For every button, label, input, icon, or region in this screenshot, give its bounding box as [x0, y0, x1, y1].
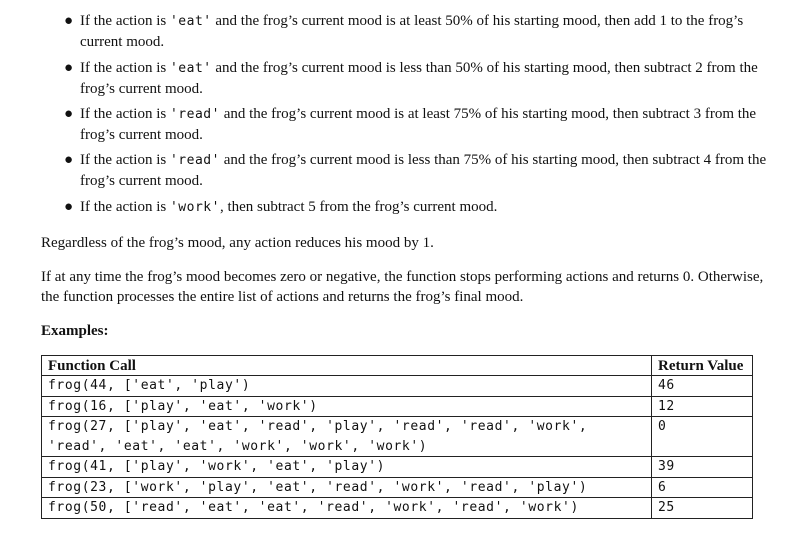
function-call-text: frog(27, ['play', 'eat', 'read', 'play',…: [48, 419, 596, 454]
examples-table: Function Call Return Value frog(44, ['ea…: [41, 355, 753, 519]
rule-item: ● If the action is 'read' and the frog’s…: [64, 104, 770, 145]
header-return-value: Return Value: [651, 355, 753, 376]
return-value-cell: 46: [651, 375, 753, 397]
bullet-icon: ●: [64, 152, 74, 168]
return-value-cell: 0: [651, 416, 753, 457]
function-call-text: frog(41, ['play', 'work', 'eat', 'play'): [48, 459, 386, 474]
function-call-text: frog(23, ['work', 'play', 'eat', 'read',…: [48, 479, 588, 495]
rule-text: and the frog’s current mood is less than…: [80, 60, 758, 97]
return-value-cell: 25: [651, 497, 753, 519]
table-header-row: Function Call Return Value: [41, 355, 753, 376]
table-row: frog(16, ['play', 'eat', 'work') 12: [41, 395, 753, 417]
rule-text: If the action is: [80, 152, 170, 168]
function-call-cell: frog(27, ['play', 'eat', 'read', 'play',…: [41, 416, 652, 457]
rule-item: ● If the action is 'eat' and the frog’s …: [64, 58, 770, 99]
rule-text: and the frog’s current mood is at least …: [80, 106, 757, 143]
bullet-icon: ●: [64, 199, 74, 215]
function-call-text: frog(16, ['play', 'eat', 'work'): [48, 398, 318, 414]
table-row: frog(44, ['eat', 'play') 46: [41, 375, 753, 397]
function-call-cell: frog(50, ['read', 'eat', 'eat', 'read', …: [41, 497, 652, 519]
function-call-cell: frog(23, ['work', 'play', 'eat', 'read',…: [41, 476, 652, 498]
rule-code: 'work': [169, 200, 220, 215]
rule-text: If the action is: [80, 106, 170, 122]
rule-item: ● If the action is 'work', then subtract…: [64, 197, 770, 218]
rule-code: 'read': [169, 107, 220, 122]
return-value-cell: 39: [651, 456, 753, 478]
header-function-call: Function Call: [41, 355, 652, 376]
rule-text: and the frog’s current mood is at least …: [80, 13, 744, 50]
bullet-icon: ●: [64, 13, 74, 29]
paragraph-zero-mood: If at any time the frog’s mood becomes z…: [41, 269, 764, 305]
rule-text: and the frog’s current mood is less than…: [80, 152, 767, 189]
function-call-cell: frog(16, ['play', 'eat', 'work'): [41, 395, 652, 417]
bullet-icon: ●: [64, 60, 74, 76]
function-call-cell: frog(44, ['eat', 'play'): [41, 375, 652, 397]
rule-text: , then subtract 5 from the frog’s curren…: [219, 199, 498, 215]
function-call-cell: frog(41, ['play', 'work', 'eat', 'play'): [41, 456, 652, 478]
rule-code: 'read': [169, 153, 220, 168]
rule-code: 'eat': [169, 61, 212, 76]
rule-item: ● If the action is 'read' and the frog’s…: [64, 150, 770, 191]
rule-text: If the action is: [80, 60, 170, 76]
table-row: frog(27, ['play', 'eat', 'read', 'play',…: [41, 416, 753, 457]
table-row: frog(50, ['read', 'eat', 'eat', 'read', …: [41, 497, 753, 519]
bullet-icon: ●: [64, 106, 74, 122]
rule-text: If the action is: [80, 199, 170, 215]
function-call-text: frog(44, ['eat', 'play'): [48, 378, 251, 393]
rule-item: ● If the action is 'eat' and the frog’s …: [64, 11, 770, 52]
paragraph-regardless: Regardless of the frog’s mood, any actio…: [41, 235, 434, 251]
return-value-cell: 12: [651, 395, 753, 417]
examples-heading: Examples:: [41, 323, 109, 339]
rule-text: If the action is: [80, 13, 170, 29]
table-row: frog(41, ['play', 'work', 'eat', 'play')…: [41, 456, 753, 478]
return-value-cell: 6: [651, 476, 753, 498]
rule-code: 'eat': [169, 14, 212, 29]
table-row: frog(23, ['work', 'play', 'eat', 'read',…: [41, 476, 753, 498]
function-call-text: frog(50, ['read', 'eat', 'eat', 'read', …: [48, 500, 579, 515]
